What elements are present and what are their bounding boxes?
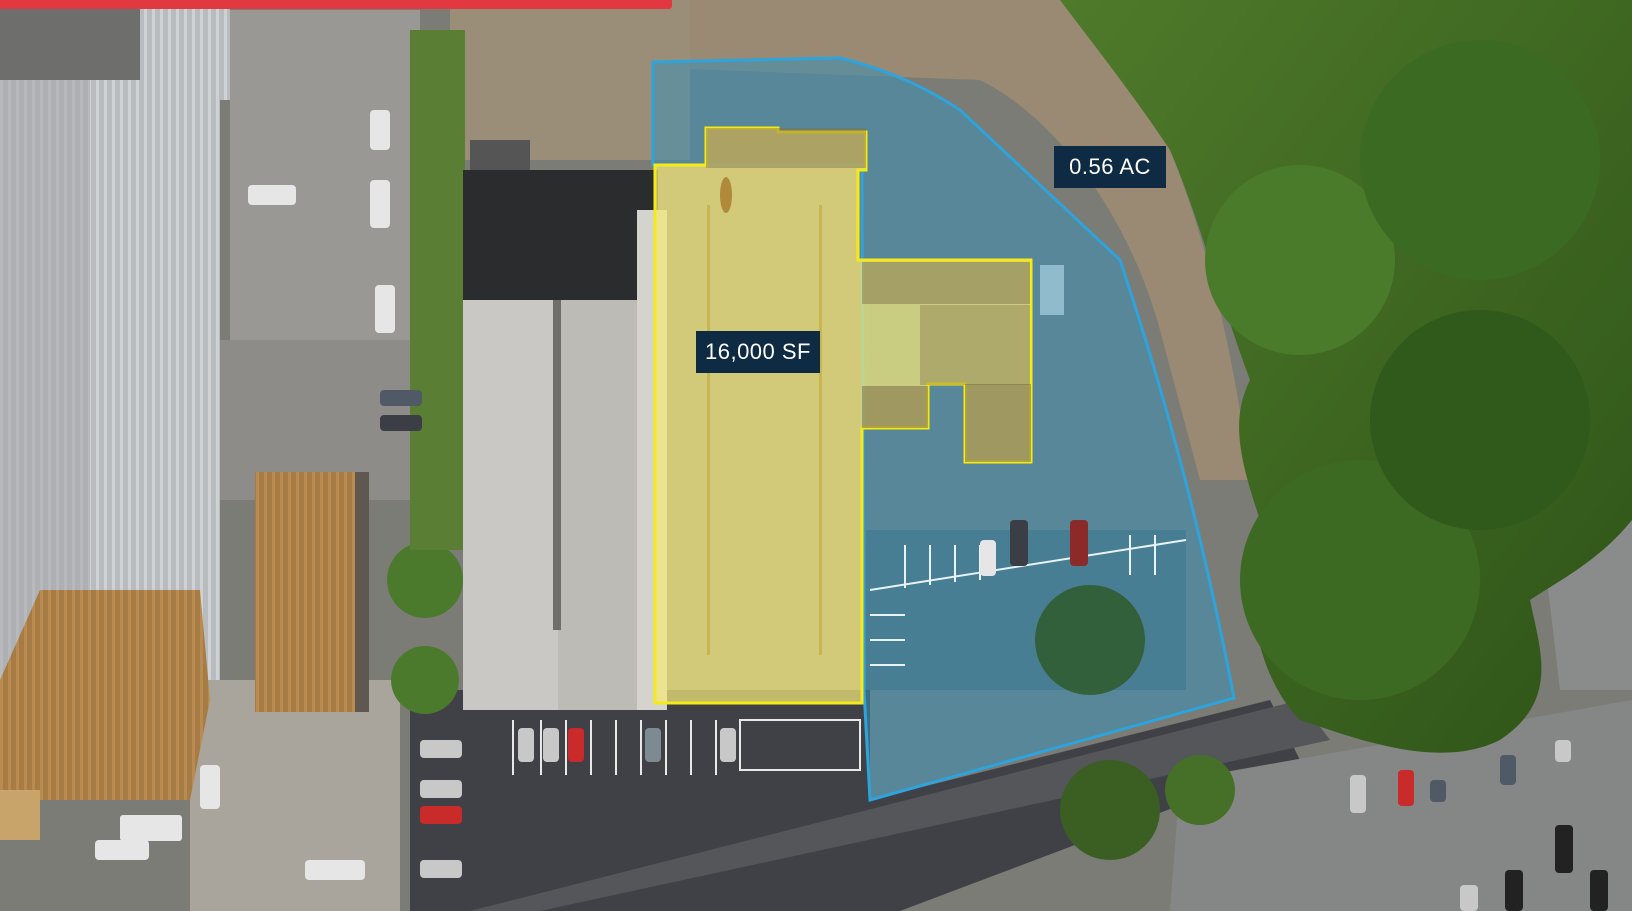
brand-accent-bar	[0, 0, 672, 9]
building-area-label: 16,000 SF	[696, 331, 820, 373]
lot-area-label: 0.56 AC	[1054, 146, 1166, 188]
